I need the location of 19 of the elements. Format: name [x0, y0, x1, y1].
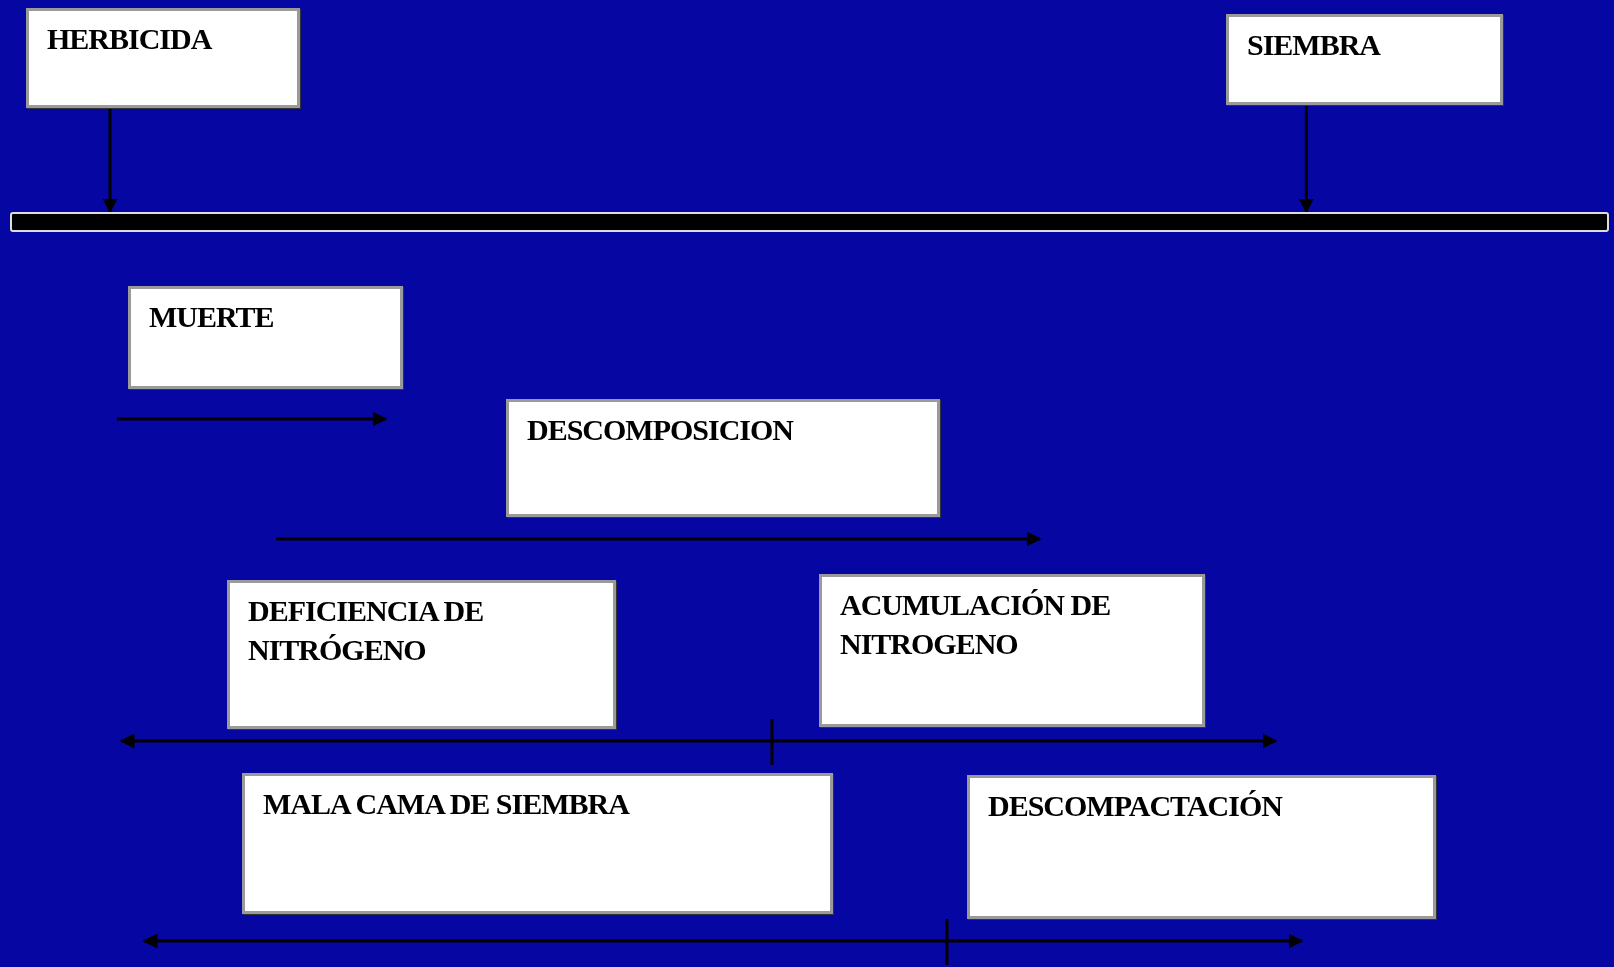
arrow — [1298, 105, 1314, 214]
timeline-bar — [10, 212, 1609, 232]
process-box — [1226, 14, 1503, 105]
process-box — [128, 286, 403, 389]
box-label: DESCOMPOSICION — [527, 412, 795, 448]
process-box — [506, 399, 940, 517]
box-label: MALA CAMA DE SIEMBRA — [263, 786, 631, 822]
process-box — [227, 580, 616, 729]
box-label: DESCOMPACTACIÓN — [988, 788, 1284, 824]
process-box — [26, 8, 300, 108]
box-label: ACUMULACIÓN DE NITROGENO — [840, 587, 1112, 662]
process-box — [819, 574, 1205, 727]
arrow — [102, 108, 118, 214]
box-label: DEFICIENCIA DE NITRÓGENO — [248, 593, 485, 668]
box-label: SIEMBRA — [1247, 27, 1382, 63]
box-label: MUERTE — [149, 299, 275, 335]
process-box — [242, 773, 833, 914]
box-label: HERBICIDA — [47, 21, 213, 57]
process-box — [967, 775, 1436, 919]
